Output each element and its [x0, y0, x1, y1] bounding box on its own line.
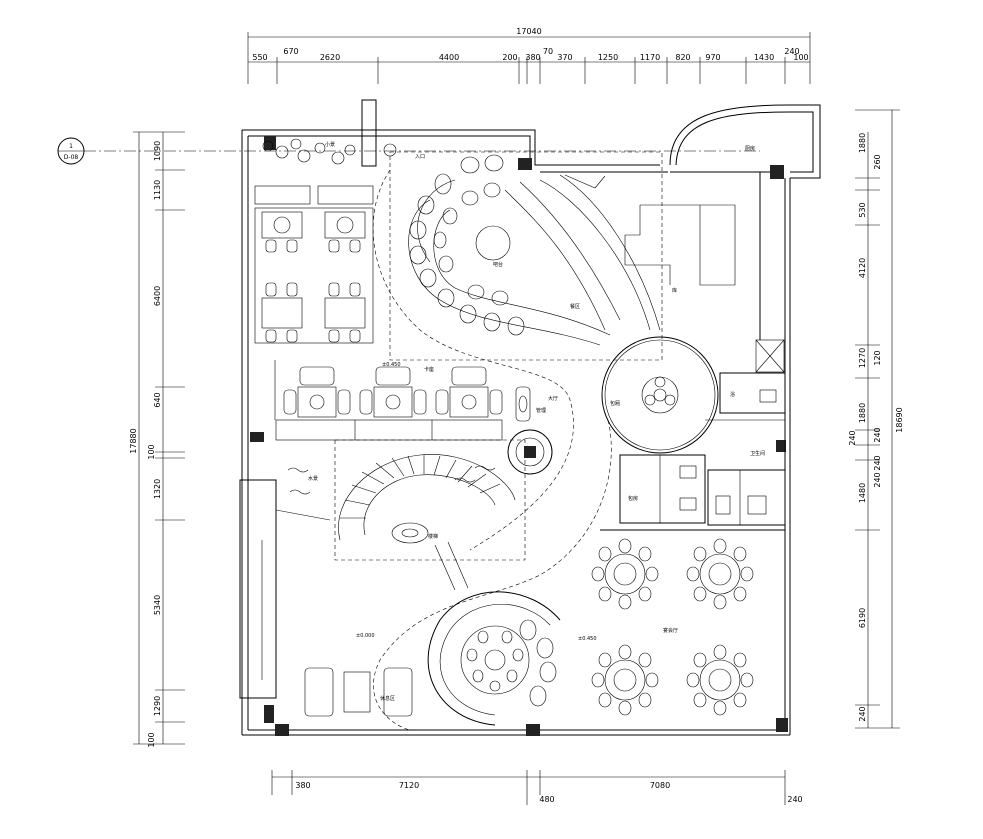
- room-label-wc: 卫生间: [750, 450, 765, 457]
- dim-right-0: 1880: [858, 133, 867, 153]
- dim-left-total: 17880: [129, 428, 138, 453]
- axis-number: 1: [69, 143, 73, 150]
- dim-top-4: 200: [502, 53, 517, 62]
- left-dining: 卡座 管理 ±0.450: [254, 185, 546, 441]
- exterior-walls: [241, 99, 821, 736]
- level-label-1: ±0.000: [356, 633, 375, 639]
- dim-left-0: 1090: [153, 141, 162, 161]
- room-label-stair: 楼梯: [428, 533, 438, 540]
- dim-right-2: 530: [858, 202, 867, 217]
- room-label-bath: 浴: [730, 391, 735, 398]
- dim-left-4: 100: [147, 444, 156, 459]
- room-label-water: 水景: [308, 475, 318, 482]
- column: [518, 158, 532, 170]
- room-label-entrance: 入口: [415, 154, 425, 160]
- room-label-store: 库: [672, 287, 677, 294]
- dim-right-10: 1480: [858, 483, 867, 503]
- dim-right-5: 120: [873, 350, 882, 365]
- dim-top-9: 1170: [640, 53, 660, 62]
- room-label-garden: 小景: [325, 141, 335, 148]
- dim-left-7: 1290: [153, 696, 162, 716]
- dim-top-1: 670: [283, 47, 298, 56]
- dim-right-8: 240: [873, 427, 882, 442]
- dim-top-14: 100: [793, 53, 808, 62]
- dim-bottom-4: 240: [787, 795, 802, 804]
- lounge: ±0.000 休息区: [239, 479, 413, 723]
- dim-top-0: 550: [252, 53, 267, 62]
- dim-bottom-0: 380: [295, 781, 310, 790]
- dim-right-11: 240: [873, 455, 882, 470]
- dim-left-3: 640: [153, 392, 162, 407]
- dim-top-8: 1250: [598, 53, 618, 62]
- column: [264, 136, 276, 150]
- room-label-lounge: 休息区: [380, 695, 395, 702]
- room-label-round: 包厢: [610, 400, 620, 407]
- column: [776, 718, 788, 732]
- dim-right-12: 6190: [858, 608, 867, 628]
- dim-top-total: 17040: [516, 27, 541, 36]
- service-rooms: 浴 卫生间 包房 厨房 库: [600, 145, 786, 531]
- level-label-2: ±0.450: [578, 636, 597, 642]
- round-booth: ±0.450: [427, 591, 597, 726]
- garden: 小景: [262, 138, 397, 165]
- dim-left-8: 100: [147, 732, 156, 747]
- top-dimensions: 17040 550 670 2620 4400 200 380 70 370 1…: [247, 27, 811, 84]
- dim-bottom-2: 480: [539, 795, 554, 804]
- dim-right-1: 260: [873, 154, 882, 169]
- dim-top-12: 1430: [754, 53, 774, 62]
- dim-bottom-3: 7080: [650, 781, 670, 790]
- column: [275, 724, 289, 736]
- level-label-0: ±0.450: [382, 362, 401, 368]
- dim-right-4: 1270: [858, 348, 867, 368]
- dim-left-2: 6400: [153, 286, 162, 306]
- room-label-dining-area: 餐区: [570, 303, 580, 310]
- dim-bottom-1: 7120: [399, 781, 419, 790]
- dim-top-6: 70: [543, 47, 553, 56]
- dim-right-total: 18690: [895, 407, 904, 432]
- dim-top-2: 2620: [320, 53, 340, 62]
- column: [526, 724, 540, 736]
- column: [250, 432, 264, 442]
- boundaries: [334, 151, 736, 731]
- dim-top-5: 380: [525, 53, 540, 62]
- room-label-hall: 大厅: [548, 395, 558, 402]
- axis-marker: 1 D-08: [57, 137, 760, 165]
- dim-right-6: 1880: [858, 403, 867, 423]
- dim-right-3: 4120: [858, 258, 867, 278]
- dim-top-10: 820: [675, 53, 690, 62]
- serpentine-bar: 吧台 餐区 入口: [408, 154, 661, 346]
- left-dimensions: 17880 1090 1130 6400 640 100 1320 5340 1…: [129, 131, 185, 748]
- room-label-bar: 吧台: [493, 261, 503, 268]
- dim-left-5: 1320: [153, 479, 162, 499]
- dim-top-11: 970: [705, 53, 720, 62]
- axis-sheet: D-08: [64, 154, 79, 161]
- round-room: 包厢: [601, 336, 719, 454]
- column: [770, 165, 784, 179]
- room-label-mgmt: 管理: [536, 407, 546, 414]
- room-label-private: 包房: [628, 495, 638, 502]
- dim-right-7: 240: [848, 430, 857, 445]
- room-label-booth: 卡座: [424, 366, 434, 373]
- spiral-stair: 楼梯 水景: [287, 429, 553, 591]
- room-label-banquet: 宴会厅: [663, 627, 678, 634]
- dim-left-6: 5340: [153, 595, 162, 615]
- dim-right-13: 240: [858, 706, 867, 721]
- dim-top-3: 4400: [439, 53, 459, 62]
- banquet-tables: 宴会厅 大厅: [548, 395, 754, 716]
- dim-top-7: 370: [557, 53, 572, 62]
- right-dimensions: 18690 1880 260 530 4120 1270 120 1880 24…: [848, 109, 904, 729]
- room-label-kitchen: 厨房: [745, 145, 755, 152]
- dim-left-1: 1130: [153, 180, 162, 200]
- bottom-dimensions: 380 7120 480 7080 240: [271, 770, 803, 805]
- column: [776, 440, 786, 452]
- dim-right-9: 240: [873, 472, 882, 487]
- dim-top-13: 240: [784, 47, 799, 56]
